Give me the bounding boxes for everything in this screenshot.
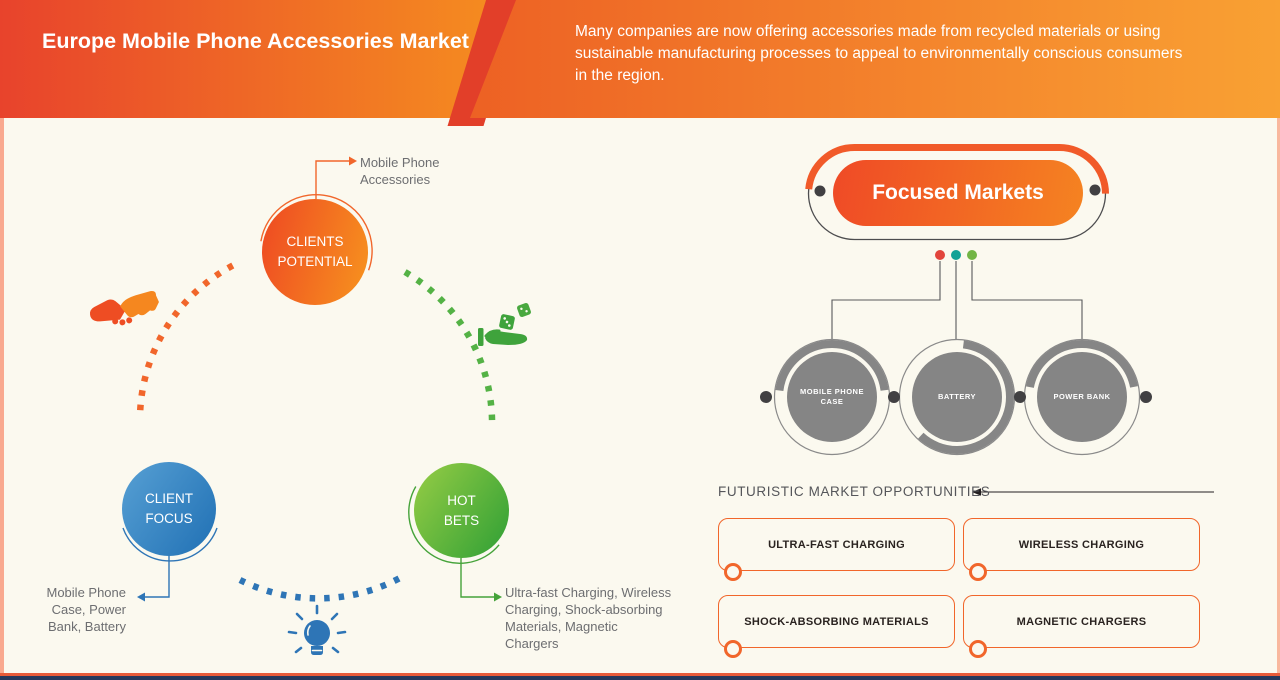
connector-clients-potential bbox=[315, 160, 349, 199]
bottom-orange-line bbox=[0, 672, 1280, 676]
arrowhead-client-focus bbox=[137, 592, 145, 602]
client-focus-circle: CLIENT FOCUS bbox=[122, 462, 216, 556]
opportunities-heading: FUTURISTIC MARKET OPPORTUNITIES bbox=[718, 484, 991, 499]
dotted-arc-green bbox=[403, 269, 496, 429]
focused-markets-pill: Focused Markets bbox=[833, 160, 1083, 226]
opportunity-box-magnetic-chargers: MAGNETIC CHARGERS bbox=[963, 595, 1200, 658]
client-focus-callout: Mobile Phone Case, Power Bank, Battery bbox=[46, 585, 127, 635]
branch-dot-green bbox=[967, 250, 977, 260]
opportunity-label: WIRELESS CHARGING bbox=[1018, 538, 1145, 551]
market-side-dot-3 bbox=[1014, 391, 1026, 403]
hot-bets-label: HOT BETS bbox=[443, 492, 480, 528]
opportunity-box-shock-absorbing-materials: SHOCK-ABSORBING MATERIALS bbox=[718, 595, 955, 658]
lightbulb-icon bbox=[287, 604, 347, 655]
connector-hot-bets bbox=[460, 558, 494, 598]
corner-ring-icon bbox=[724, 640, 742, 658]
dice-hand-icon bbox=[478, 303, 531, 346]
market-side-dot-1 bbox=[760, 391, 772, 403]
clients-potential-label: CLIENTS POTENTIAL bbox=[277, 234, 353, 269]
dotted-arc-orange bbox=[136, 262, 235, 417]
opportunity-label: ULTRA-FAST CHARGING bbox=[768, 538, 905, 551]
right-edge-strip bbox=[1277, 118, 1280, 673]
header-description: Many companies are now offering accessor… bbox=[575, 23, 1183, 85]
corner-ring-icon bbox=[724, 563, 742, 581]
market-circle-battery: BATTERY bbox=[912, 352, 1002, 442]
hot-bets-circle: HOT BETS bbox=[414, 463, 509, 558]
market-circle-power-bank: POWER BANK bbox=[1037, 352, 1127, 442]
market-circle-label: BATTERY bbox=[937, 391, 977, 401]
capsule-dot-right bbox=[1089, 184, 1101, 196]
opportunity-label: SHOCK-ABSORBING MATERIALS bbox=[744, 615, 929, 628]
connector-client-focus bbox=[145, 556, 170, 598]
bottom-navy-bar bbox=[0, 676, 1280, 680]
market-side-dot-4 bbox=[1140, 391, 1152, 403]
client-focus-label: CLIENT FOCUS bbox=[144, 491, 193, 526]
capsule-dot-left bbox=[814, 185, 826, 197]
clients-potential-circle: CLIENTS POTENTIAL bbox=[262, 199, 368, 305]
opportunity-box-wireless-charging: WIRELESS CHARGING bbox=[963, 518, 1200, 581]
branch-dot-red bbox=[935, 250, 945, 260]
branch-dot-teal bbox=[951, 250, 961, 260]
market-circle-mobile-phone-case: MOBILE PHONE CASE bbox=[787, 352, 877, 442]
opportunity-label: MAGNETIC CHARGERS bbox=[1016, 615, 1147, 628]
page-title: Europe Mobile Phone Accessories Market bbox=[42, 29, 469, 53]
market-circle-label: POWER BANK bbox=[1053, 391, 1111, 401]
corner-ring-icon bbox=[969, 563, 987, 581]
header-right-panel bbox=[470, 0, 1280, 118]
branch-line-left bbox=[831, 261, 941, 340]
corner-ring-icon bbox=[969, 640, 987, 658]
handshake-icon bbox=[89, 291, 159, 326]
arrowhead-clients-potential bbox=[349, 156, 357, 166]
header-banner: Europe Mobile Phone Accessories Market M… bbox=[0, 0, 1280, 126]
left-edge-strip bbox=[0, 118, 4, 673]
market-circle-label: MOBILE PHONE CASE bbox=[800, 386, 864, 407]
dotted-arc-blue bbox=[238, 575, 402, 602]
hot-bets-callout: Ultra-fast Charging, Wireless Charging, … bbox=[505, 585, 672, 652]
branch-line-right bbox=[971, 261, 1083, 340]
focused-markets-title: Focused Markets bbox=[872, 181, 1044, 204]
arrowhead-hot-bets bbox=[494, 592, 502, 602]
opportunity-box-ultra-fast-charging: ULTRA-FAST CHARGING bbox=[718, 518, 955, 581]
market-side-dot-2 bbox=[888, 391, 900, 403]
clients-potential-callout: Mobile Phone Accessories bbox=[360, 155, 440, 188]
